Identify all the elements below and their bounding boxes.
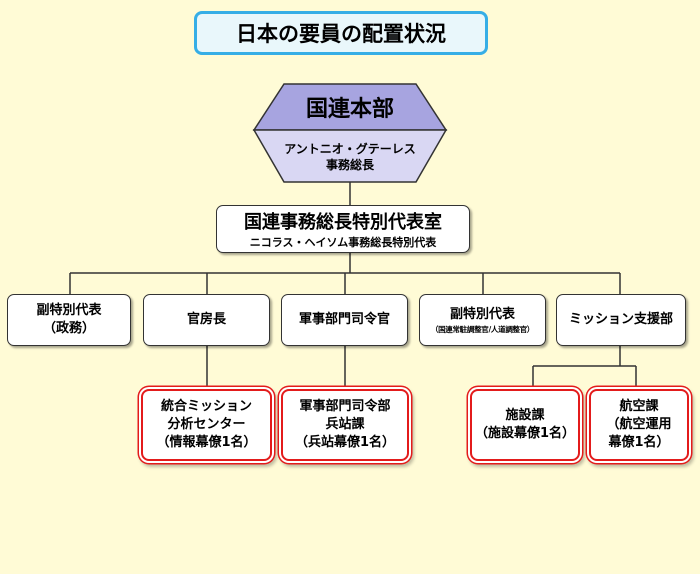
chief-of-staff-label: 官房長 (186, 312, 226, 327)
dsrsg-rc-line2: （国連常駐調整官/人道調整官） (430, 324, 535, 334)
dsrsg-political-box: 副特別代表 （政務） (7, 294, 131, 346)
force-commander-label: 軍事部門司令官 (298, 312, 390, 327)
page-title-text: 日本の要員の配置状況 (236, 22, 446, 46)
fhq-logistics-line1: 軍事部門司令部 (299, 399, 391, 414)
aviation-line1: 航空課 (619, 399, 659, 414)
jmac-line1: 統合ミッション (160, 399, 252, 414)
dsrsg-political-line2: （政務） (42, 321, 95, 336)
hq-name: 国連本部 (305, 97, 394, 122)
force-commander-box: 軍事部門司令官 (281, 294, 408, 346)
hq-hexagon (252, 83, 448, 183)
page-title: 日本の要員の配置状況 (194, 11, 488, 55)
engineering-line2: （施設幕僚1名） (474, 426, 576, 441)
engineering-box: 施設課 （施設幕僚1名） (470, 389, 580, 461)
jmac-line3: （情報幕僚1名） (156, 435, 257, 450)
dsrsg-rc-line1: 副特別代表 (449, 306, 515, 322)
jmac-line2: 分析センター (167, 417, 246, 432)
hq-person-line1: アントニオ・グテーレス (284, 142, 416, 156)
chief-of-staff-box: 官房長 (143, 294, 270, 346)
fhq-logistics-box: 軍事部門司令部 兵站課 （兵站幕僚1名） (281, 389, 409, 461)
fhq-logistics-line3: （兵站幕僚1名） (294, 435, 396, 450)
srsg-office-person: ニコラス・ヘイソム事務総長特別代表 (249, 236, 437, 249)
mission-support-label: ミッション支援部 (568, 312, 673, 327)
aviation-line2: （航空運用 (606, 417, 672, 432)
srsg-office-name: 国連事務総長特別代表室 (244, 212, 442, 233)
aviation-line3: 幕僚1名） (608, 435, 670, 450)
fhq-logistics-line2: 兵站課 (325, 417, 365, 432)
engineering-line1: 施設課 (505, 408, 545, 423)
aviation-box: 航空課 （航空運用 幕僚1名） (589, 389, 689, 461)
hq-person-line2: 事務総長 (325, 158, 374, 172)
dsrsg-political-line1: 副特別代表 (36, 303, 102, 318)
hq-person: アントニオ・グテーレス 事務総長 (268, 140, 432, 174)
srsg-office-box: 国連事務総長特別代表室 ニコラス・ヘイソム事務総長特別代表 (216, 205, 470, 253)
mission-support-box: ミッション支援部 (556, 294, 686, 346)
dsrsg-rc-box: 副特別代表 （国連常駐調整官/人道調整官） (419, 294, 546, 346)
jmac-box: 統合ミッション 分析センター （情報幕僚1名） (141, 389, 272, 461)
